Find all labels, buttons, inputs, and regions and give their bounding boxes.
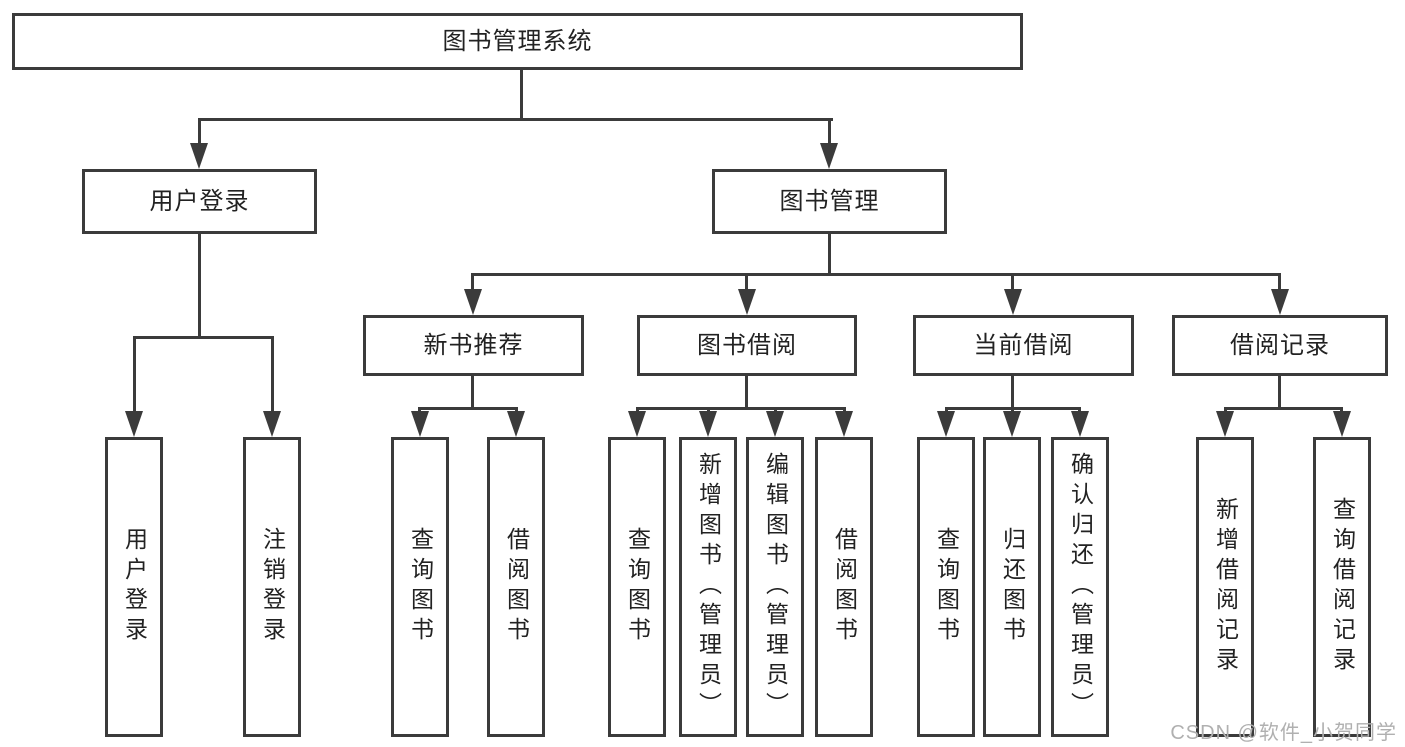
- connector-line: [745, 376, 748, 407]
- node-root: 图书管理系统: [12, 13, 1023, 70]
- node-leaf-return-books: 归还图书: [983, 437, 1041, 737]
- node-book-management: 图书管理: [712, 169, 947, 234]
- connector-line: [271, 336, 274, 414]
- arrow-down-icon: [738, 289, 756, 315]
- node-label: 用户登录: [121, 527, 148, 647]
- connector-line: [1278, 273, 1281, 293]
- node-leaf-add-borrow-record: 新增借阅记录: [1196, 437, 1254, 737]
- node-label: 新增图书（管理员）: [695, 452, 722, 722]
- connector-line: [1011, 273, 1014, 293]
- connector-line: [471, 273, 1281, 276]
- arrow-down-icon: [1003, 411, 1021, 437]
- arrow-down-icon: [628, 411, 646, 437]
- arrow-down-icon: [464, 289, 482, 315]
- node-leaf-query-borrow-record: 查询借阅记录: [1313, 437, 1371, 737]
- arrow-down-icon: [507, 411, 525, 437]
- arrow-down-icon: [1004, 289, 1022, 315]
- node-label: 注销登录: [259, 527, 286, 647]
- connector-line: [133, 336, 136, 414]
- node-leaf-query-books-current: 查询图书: [917, 437, 975, 737]
- connector-line: [828, 118, 831, 148]
- connector-line: [1224, 407, 1343, 410]
- connector-line: [1278, 376, 1281, 407]
- node-leaf-query-books-recommend: 查询图书: [391, 437, 449, 737]
- node-leaf-query-books-borrow: 查询图书: [608, 437, 666, 737]
- node-label: 新书推荐: [423, 331, 524, 359]
- node-leaf-user-login: 用户登录: [105, 437, 163, 737]
- node-root-label: 图书管理系统: [442, 27, 593, 55]
- arrow-down-icon: [1071, 411, 1089, 437]
- connector-line: [198, 118, 201, 148]
- arrow-down-icon: [125, 411, 143, 437]
- node-label: 查询图书: [407, 527, 434, 647]
- node-user-login: 用户登录: [82, 169, 317, 234]
- node-label: 当前借阅: [973, 331, 1074, 359]
- arrow-down-icon: [263, 411, 281, 437]
- node-leaf-edit-books-admin: 编辑图书（管理员）: [746, 437, 804, 737]
- node-label: 图书管理: [779, 187, 880, 215]
- connector-line: [133, 336, 274, 339]
- node-current-borrow: 当前借阅: [913, 315, 1134, 376]
- node-label: 查询借阅记录: [1329, 497, 1356, 677]
- node-leaf-borrow-books: 借阅图书: [815, 437, 873, 737]
- node-label: 借阅记录: [1230, 331, 1330, 359]
- node-leaf-add-books-admin: 新增图书（管理员）: [679, 437, 737, 737]
- arrow-down-icon: [411, 411, 429, 437]
- node-label: 新增借阅记录: [1212, 497, 1239, 677]
- connector-line: [198, 234, 201, 336]
- arrow-down-icon: [766, 411, 784, 437]
- connector-line: [636, 407, 845, 410]
- node-book-borrow: 图书借阅: [637, 315, 857, 376]
- node-label: 查询图书: [933, 527, 960, 647]
- node-label: 确认归还（管理员）: [1067, 452, 1094, 722]
- node-label: 查询图书: [624, 527, 651, 647]
- connector-line: [1011, 376, 1014, 407]
- node-label: 归还图书: [999, 527, 1026, 647]
- arrow-down-icon: [1216, 411, 1234, 437]
- connector-line: [828, 234, 831, 273]
- node-new-book-recommend: 新书推荐: [363, 315, 584, 376]
- node-label: 用户登录: [149, 187, 250, 215]
- connector-line: [471, 376, 474, 407]
- connector-line: [418, 407, 518, 410]
- node-label: 借阅图书: [831, 527, 858, 647]
- node-label: 编辑图书（管理员）: [762, 452, 789, 722]
- node-label: 借阅图书: [503, 527, 530, 647]
- csdn-watermark: CSDN @软件_小贺同学: [1170, 722, 1397, 744]
- connector-line: [471, 273, 474, 293]
- arrow-down-icon: [699, 411, 717, 437]
- node-leaf-logout: 注销登录: [243, 437, 301, 737]
- connector-line: [520, 69, 523, 119]
- connector-line: [198, 118, 833, 121]
- arrow-down-icon: [1271, 289, 1289, 315]
- connector-line: [745, 273, 748, 293]
- arrow-down-icon: [190, 143, 208, 169]
- arrow-down-icon: [1333, 411, 1351, 437]
- arrow-down-icon: [820, 143, 838, 169]
- node-borrow-records: 借阅记录: [1172, 315, 1388, 376]
- node-leaf-confirm-return-admin: 确认归还（管理员）: [1051, 437, 1109, 737]
- node-leaf-borrow-books-recommend: 借阅图书: [487, 437, 545, 737]
- arrow-down-icon: [835, 411, 853, 437]
- node-label: 图书借阅: [697, 331, 797, 359]
- arrow-down-icon: [937, 411, 955, 437]
